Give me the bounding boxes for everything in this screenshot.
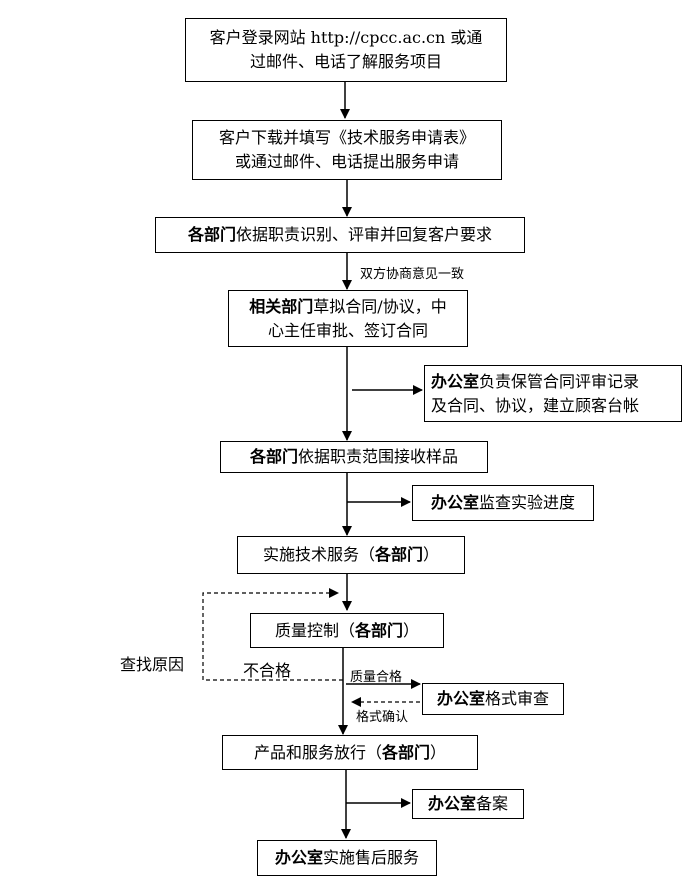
node-review-requirements: 各部门依据职责识别、评审并回复客户要求 — [155, 217, 525, 253]
node-quality-control: 质量控制（各部门） — [250, 613, 444, 648]
label-fail: 不合格 — [243, 661, 292, 680]
node-customer-browse: 客户登录网站 http://cpcc.ac.cn 或通 过邮件、电话了解服务项目 — [185, 18, 507, 82]
label-pass: 质量合格 — [350, 670, 403, 685]
node-monitor-progress: 办公室监查实验进度 — [412, 485, 594, 521]
label-format-confirm: 格式确认 — [356, 710, 409, 725]
node-customer-apply: 客户下载并填写《技术服务申请表》 或通过邮件、电话提出服务申请 — [192, 120, 502, 180]
node-office-archive-contract: 办公室负责保管合同评审记录 及合同、协议，建立顾客台帐 — [424, 365, 682, 422]
node-office-file: 办公室备案 — [412, 789, 524, 819]
rework-loop — [202, 588, 343, 681]
node-after-sales: 办公室实施售后服务 — [257, 840, 437, 876]
node-implement-service: 实施技术服务（各部门） — [237, 536, 465, 574]
node-draft-contract: 相关部门草拟合同/协议，中 心主任审批、签订合同 — [228, 290, 468, 347]
node-format-review: 办公室格式审查 — [422, 683, 564, 715]
label-find-cause: 查找原因 — [120, 655, 185, 674]
node-release: 产品和服务放行（各部门） — [222, 735, 478, 770]
node-receive-samples: 各部门依据职责范围接收样品 — [220, 441, 488, 473]
label-agree: 双方协商意见一致 — [360, 267, 465, 282]
